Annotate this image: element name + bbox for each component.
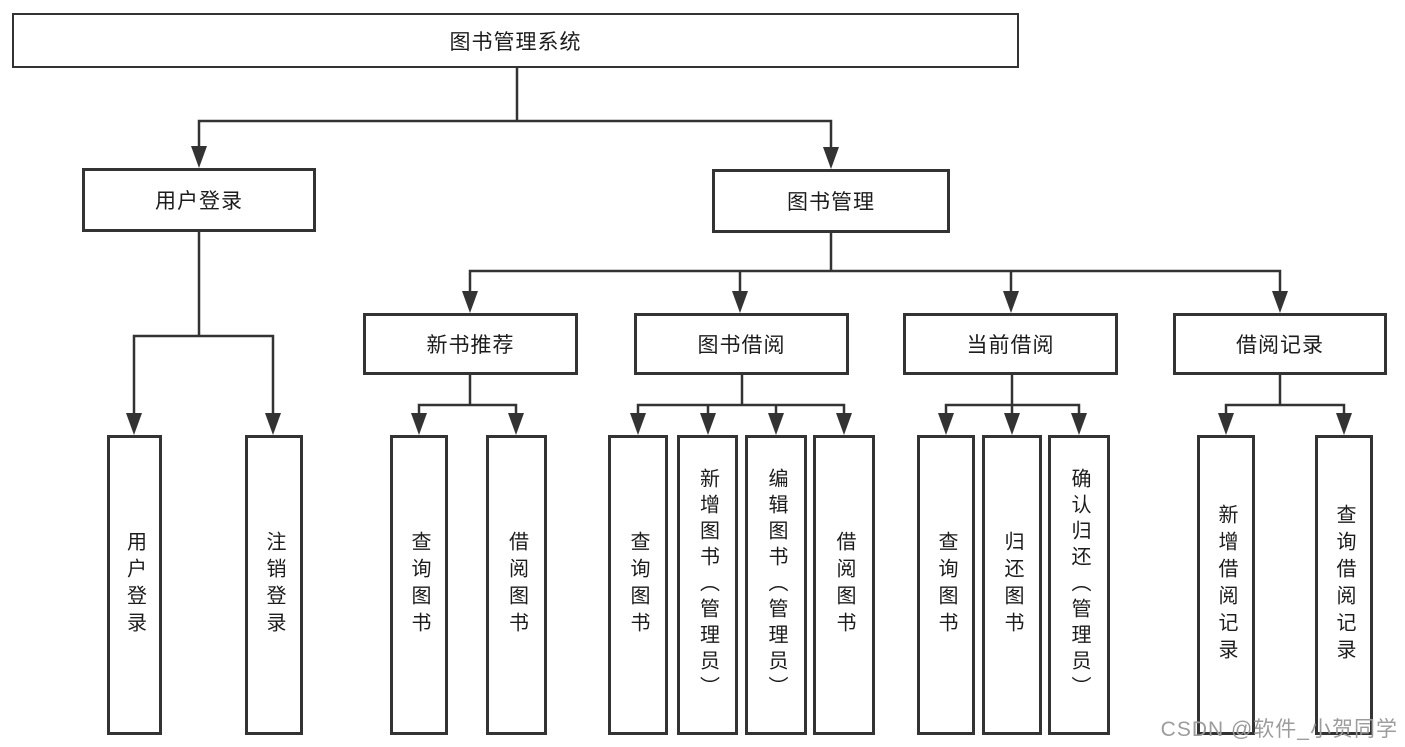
node-user-login: 用户登录: [82, 168, 316, 232]
leaf-query-borrow-record: 查询借阅记录: [1315, 435, 1373, 735]
node-book-borrow: 图书借阅: [634, 313, 849, 375]
leaf-query-books-recommend: 查询图书: [390, 435, 448, 735]
node-new-book-recommend: 新书推荐: [363, 313, 578, 375]
leaf-logout: 注销登录: [245, 435, 303, 735]
leaf-borrow-books-recommend: 借阅图书: [486, 435, 547, 735]
leaf-add-books-admin: 新增图书（管理员）: [677, 435, 738, 735]
leaf-confirm-return-admin: 确认归还（管理员）: [1048, 435, 1110, 735]
node-book-management: 图书管理: [712, 169, 950, 233]
leaf-query-books-borrow: 查询图书: [608, 435, 668, 735]
leaf-return-books: 归还图书: [982, 435, 1042, 735]
node-borrow-records: 借阅记录: [1173, 313, 1387, 375]
node-current-borrow: 当前借阅: [903, 313, 1118, 375]
leaf-borrow-books: 借阅图书: [813, 435, 875, 735]
leaf-user-login: 用户登录: [107, 435, 162, 735]
leaf-edit-books-admin: 编辑图书（管理员）: [745, 435, 807, 735]
csdn-watermark: CSDN @软件_小贺同学: [1160, 718, 1398, 741]
leaf-add-borrow-record: 新增借阅记录: [1197, 435, 1255, 735]
leaf-query-books-current: 查询图书: [917, 435, 975, 735]
node-root-system: 图书管理系统: [12, 13, 1019, 68]
